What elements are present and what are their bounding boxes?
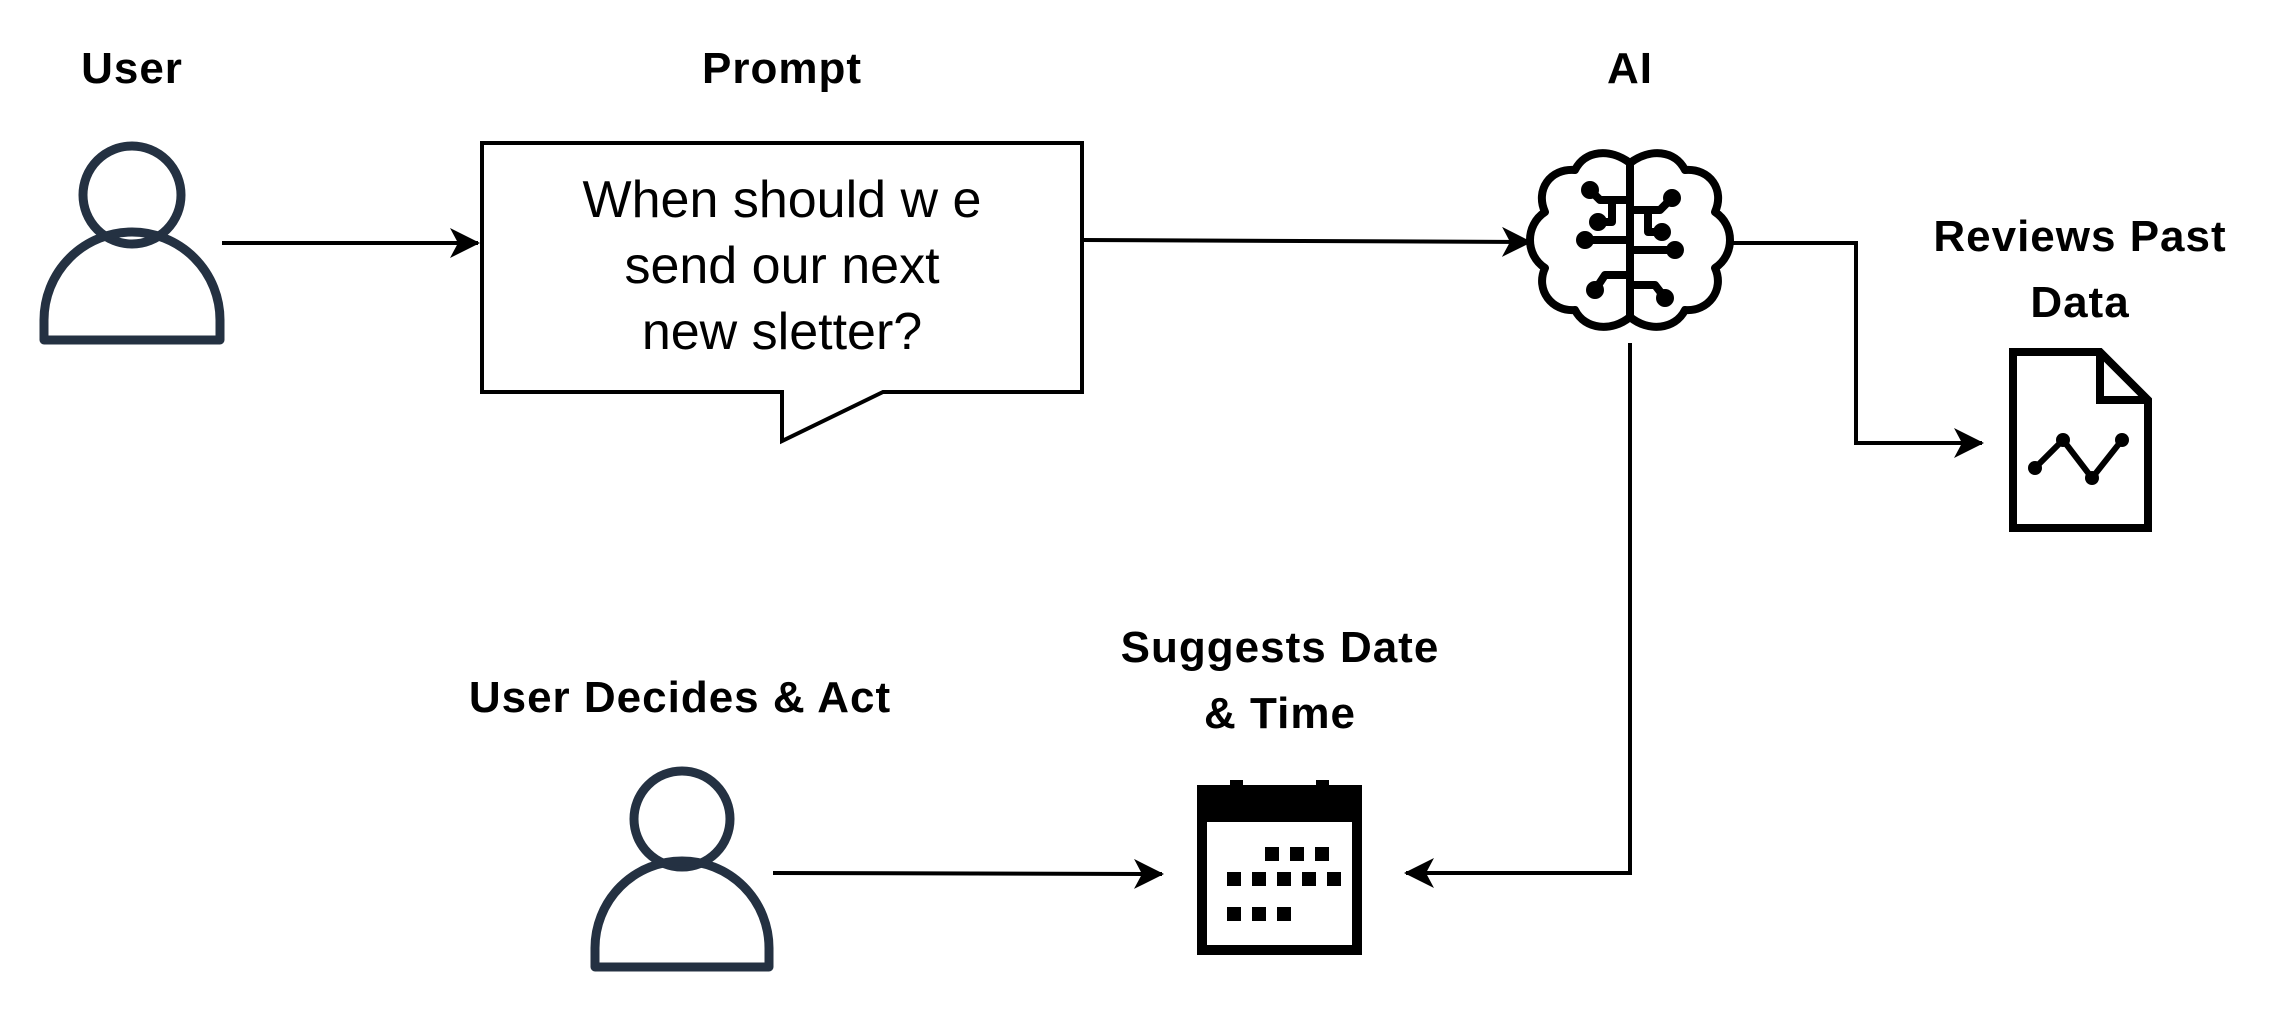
- user-decides-icon: [590, 766, 774, 972]
- prompt-bubble-text: When should w e send our next new slette…: [582, 171, 982, 361]
- arrow-ai-to-reviews: [1733, 241, 1984, 458]
- user-icon: [39, 141, 225, 345]
- arrow-user-decides-to-calendar: [772, 858, 1164, 889]
- brain-circuit-icon: [1526, 149, 1734, 331]
- prompt-bubble: [480, 141, 1084, 445]
- label-suggests-date-time: Suggests Date & Time: [1120, 623, 1440, 738]
- arrow-ai-to-calendar: [1404, 343, 1632, 888]
- label-ai: AI: [1607, 44, 1653, 93]
- document-chart-icon: [2009, 348, 2152, 532]
- label-user-decides: User Decides & Act: [468, 673, 892, 722]
- calendar-icon: [1197, 780, 1362, 955]
- label-reviews-past-data: Reviews Past Data: [1933, 212, 2227, 327]
- label-prompt: Prompt: [702, 44, 862, 93]
- arrow-prompt-to-ai: [1081, 226, 1532, 257]
- label-user: User: [81, 44, 183, 93]
